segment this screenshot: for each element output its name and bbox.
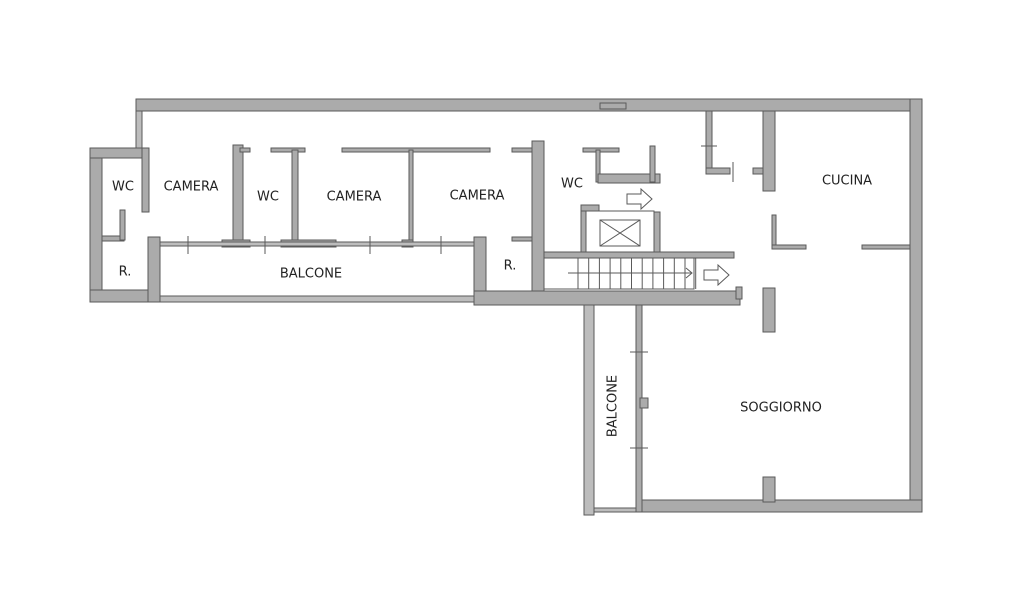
staircase <box>543 257 697 290</box>
room-label-wc: WC <box>112 179 134 195</box>
arrow-right-icon <box>626 187 730 287</box>
room-label-camera: CAMERA <box>163 179 219 195</box>
window-marks <box>187 145 734 449</box>
room-label-wc: WC <box>561 176 583 192</box>
room-label-camera: CAMERA <box>449 188 505 204</box>
room-label-cucina: CUCINA <box>821 173 873 189</box>
room-label-soggiorno: SOGGIORNO <box>740 400 822 416</box>
room-label-balcone: BALCONE <box>605 374 621 438</box>
room-label-ripostiglio: R. <box>503 258 517 274</box>
walls <box>89 98 923 516</box>
room-label-balcone: BALCONE <box>279 266 343 282</box>
room-label-ripostiglio: R. <box>118 264 132 280</box>
room-label-wc: WC <box>257 189 279 205</box>
room-label-camera: CAMERA <box>326 189 382 205</box>
elevator-icon <box>585 210 655 253</box>
